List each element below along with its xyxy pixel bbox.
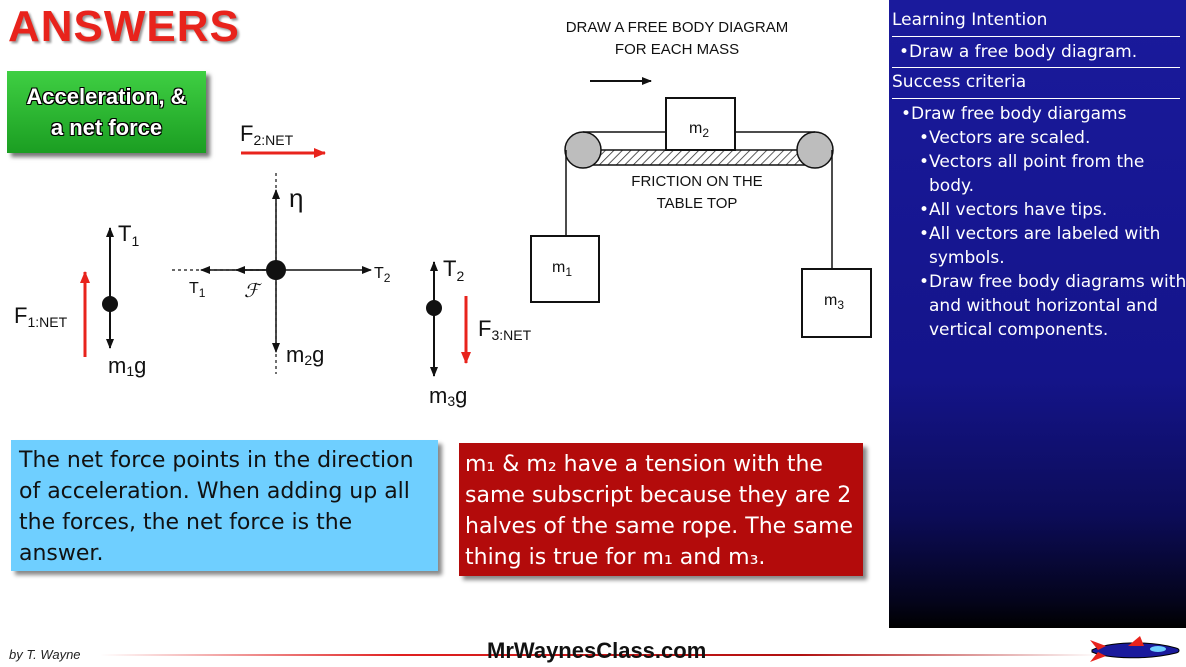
fbd2-body-dot [266,260,286,280]
mass-m2-label: m2 [689,120,709,140]
friction-label-line-1: FRICTION ON THE [631,173,762,190]
rocket-logo-icon [1090,636,1180,662]
mass-m3-block [801,268,872,338]
fbd2-tension-right-label: T2 [374,265,391,285]
success-sub-item: •Vectors all point from the body. [919,152,1145,196]
fbd3-body-dot [426,300,442,316]
right-pulley [796,131,834,169]
sidebar-divider [892,36,1180,37]
table-top [577,149,819,166]
fbd3-tension-label: T2 [443,256,464,284]
fbd-m2: F2:NET η T2 T1 ℱ m2g [172,121,391,374]
footer-divider [100,654,1100,656]
mass-m1-label: m1 [552,259,572,279]
fbd1-body-dot [102,296,118,312]
page-title: ANSWERS [8,2,240,51]
sidebar-divider [892,98,1180,99]
instruction-line-2: FOR EACH MASS [615,41,739,58]
success-sub-item: •All vectors are labeled with symbols. [919,224,1161,268]
fbd2-tension-left-label: T1 [189,280,206,300]
mass-m1-block [530,235,600,303]
success-sub-item: •Draw free body diagrams with and withou… [919,272,1186,340]
learning-intention-heading: Learning Intention [892,10,1048,30]
fbd3-net-force-label: F3:NET [478,316,532,343]
site-logo-text: MrWaynesClass.com [487,638,707,663]
instruction-line-1: DRAW A FREE BODY DIAGRAM [566,19,789,36]
tension-note: m₁ & m₂ have a tension with the same sub… [459,443,863,576]
fbd1-weight-label: m1g [108,353,146,379]
fbd-m3: T2 F3:NET m3g [426,256,532,409]
topic-label: Acceleration, & a net force [26,84,187,140]
fbd-m1: T1 m1g F1:NET [14,221,146,379]
free-body-diagram: DRAW A FREE BODY DIAGRAM FOR EACH MASS m… [14,19,872,409]
fbd2-net-force-label: F2:NET [240,121,294,148]
fbd1-net-force-label: F1:NET [14,303,68,330]
mass-m2-block [665,97,736,151]
sidebar-divider [892,67,1180,68]
success-sub-item: •Vectors are scaled. [919,128,1091,148]
fbd3-weight-label: m3g [429,383,467,409]
learning-item: •Draw a free body diagram. [899,42,1138,62]
success-sub-item: •All vectors have tips. [919,200,1108,220]
fbd2-normal-label: η [289,183,303,213]
topic-badge: Acceleration, & a net force [7,71,206,153]
friction-label-line-2: TABLE TOP [657,195,738,212]
success-main-item: •Draw free body diargams [901,104,1127,124]
mass-m3-label: m3 [824,292,844,312]
fbd2-weight-label: m2g [286,342,324,368]
net-force-note: The net force points in the direction of… [11,440,438,571]
fbd1-tension-label: T1 [118,221,139,249]
left-pulley [564,131,602,169]
fbd2-friction-label: ℱ [244,281,262,302]
author-byline: by T. Wayne [9,647,81,662]
success-criteria-heading: Success criteria [892,72,1027,92]
learning-sidebar: Learning Intention •Draw a free body dia… [889,0,1186,628]
